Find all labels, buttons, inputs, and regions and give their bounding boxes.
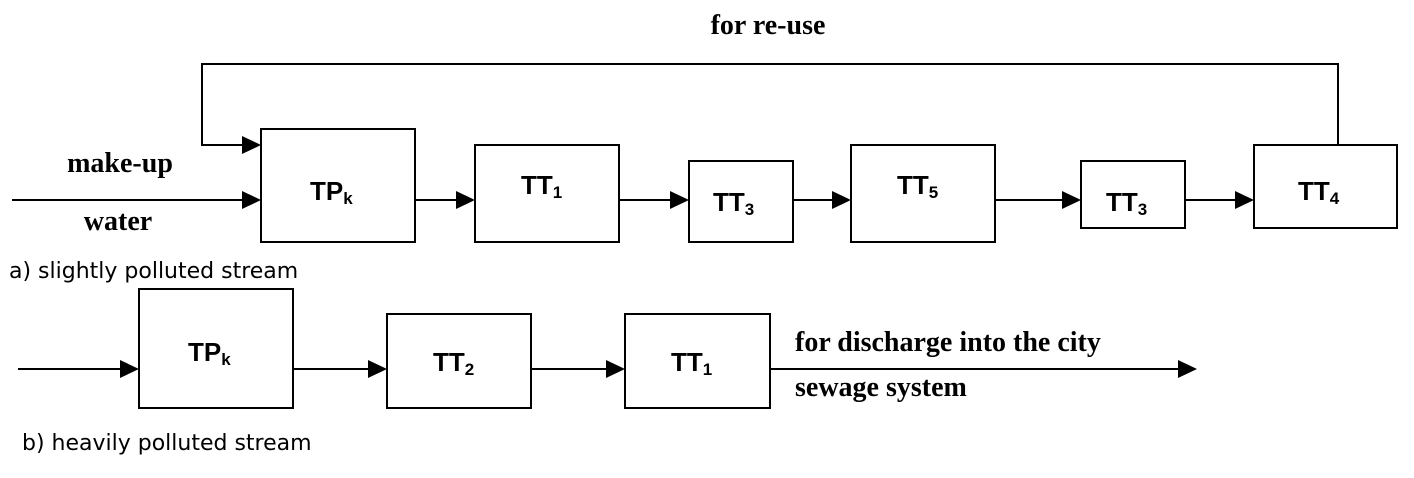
- arrow-b-2-3-head: [606, 360, 625, 378]
- box-a-4: [850, 144, 996, 243]
- box-b-2-label: TT2: [433, 347, 474, 379]
- box-a-5-label: TT3: [1106, 187, 1147, 219]
- box-a-5: [1080, 160, 1186, 229]
- box-a-2: [474, 144, 620, 243]
- box-a-1-label: TPk: [310, 176, 353, 208]
- recycle-loop-arrowhead: [242, 136, 261, 154]
- box-b-1: [138, 288, 294, 409]
- inlet-b-arrowhead: [120, 360, 139, 378]
- arrow-b-1-2-head: [368, 360, 387, 378]
- arrow-a-2-3-head: [670, 191, 689, 209]
- recycle-loop-line: [201, 63, 1339, 146]
- box-a-3: [688, 160, 794, 243]
- arrow-a-4-5-head: [1062, 191, 1081, 209]
- arrow-a-1-2-head: [456, 191, 475, 209]
- box-a-4-label: TT5: [897, 170, 938, 202]
- box-b-1-label: TPk: [188, 337, 231, 369]
- discharge-label-line1: for discharge into the city: [795, 327, 1101, 358]
- arrow-a-5-6-head: [1235, 191, 1254, 209]
- makeup-label-line1: make-up: [67, 148, 173, 179]
- box-a-2-label: TT1: [521, 170, 562, 202]
- box-a-6: [1253, 144, 1398, 229]
- box-b-3: [624, 313, 771, 409]
- outlet-b-arrowhead: [1178, 360, 1197, 378]
- caption-a: a) slightly polluted stream: [9, 259, 298, 284]
- box-a-3-label: TT3: [713, 187, 754, 219]
- arrow-a-3-4-head: [832, 191, 851, 209]
- inlet-arrowhead: [242, 191, 261, 209]
- discharge-label-line2: sewage system: [795, 372, 967, 403]
- box-b-2: [386, 313, 532, 409]
- box-a-1: [260, 128, 416, 243]
- caption-b: b) heavily polluted stream: [22, 431, 312, 456]
- box-a-6-label: TT4: [1298, 176, 1340, 208]
- box-b-3-label: TT1: [671, 347, 712, 379]
- makeup-label-line2: water: [84, 206, 152, 237]
- reuse-label: for re-use: [711, 10, 826, 41]
